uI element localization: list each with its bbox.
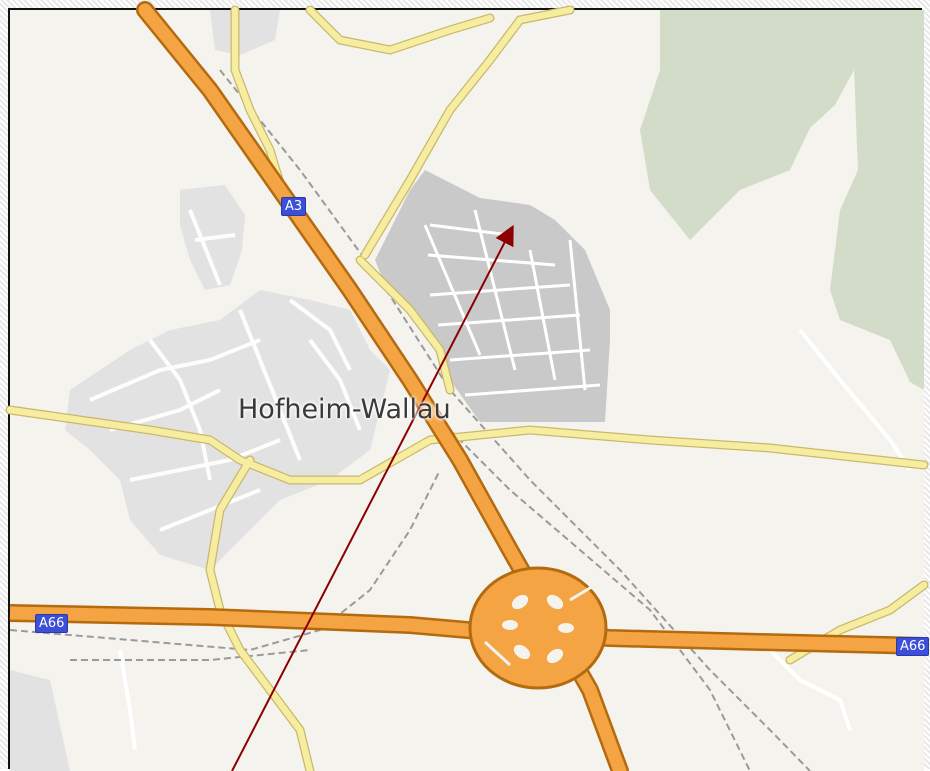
- annotation-arrow: [231, 224, 514, 771]
- motorway-interchange: [468, 566, 608, 690]
- residential-area-town: [65, 290, 390, 570]
- town-streets: [89, 209, 912, 751]
- map-canvas[interactable]: [5, 1, 929, 771]
- forest-area: [640, 10, 924, 390]
- residential-area-top: [210, 10, 280, 55]
- place-label: Hofheim-Wallau: [238, 394, 451, 425]
- motorway-shield-a66-west: A66: [35, 614, 69, 633]
- industrial-streets: [423, 209, 601, 397]
- map-viewport[interactable]: Hofheim-Wallau A3 A66 A66: [5, 1, 930, 771]
- motorway-shield-a66-east: A66: [896, 637, 930, 656]
- residential-area-southwest: [10, 670, 70, 771]
- motorway-shield-a3: A3: [281, 197, 307, 216]
